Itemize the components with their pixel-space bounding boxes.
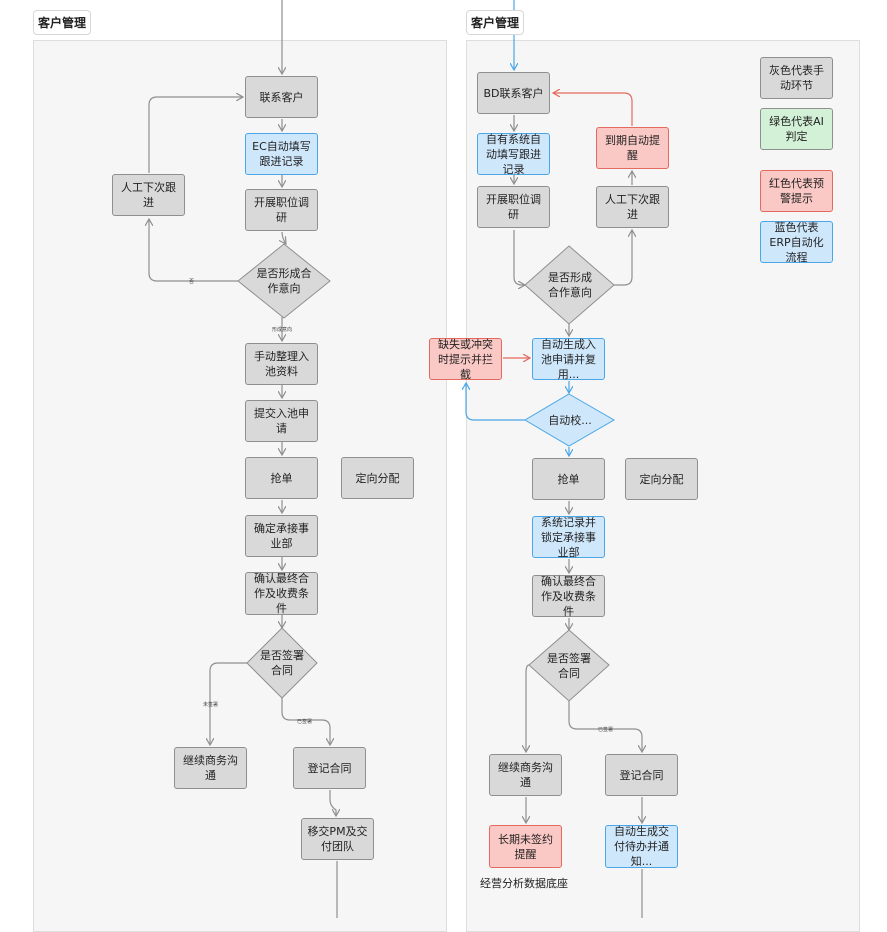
edge-l-unsigned xyxy=(210,662,248,745)
l-continue-biz: 继续商务沟通 xyxy=(174,747,247,789)
r-check-diamond-shape xyxy=(524,393,615,447)
edge-r-3 xyxy=(513,230,525,285)
right-section-title: 客户管理 xyxy=(466,10,524,35)
r-auto-check: 自动校... xyxy=(548,413,592,427)
edge-r-unsigned xyxy=(526,664,529,752)
l-yes-label: 形成意向 xyxy=(272,327,293,333)
l-unsigned-label: 未签署 xyxy=(203,702,219,708)
l-register-contract: 登记合同 xyxy=(293,747,366,789)
r-long-unsigned-remind: 长期未签约提醒 xyxy=(489,825,562,868)
legend-blue: 蓝色代表ERP自动化流程 xyxy=(760,221,833,264)
r-sys-lock-bu: 系统记录并锁定承接事业部 xyxy=(532,516,605,559)
r-targeted-assign: 定向分配 xyxy=(625,458,698,500)
left-section-title: 客户管理 xyxy=(33,10,91,35)
l-confirm-bu: 确定承接事业部 xyxy=(245,515,318,557)
l-confirm-terms: 确认最终合作及收费条件 xyxy=(245,572,318,615)
r-continue-biz: 继续商务沟通 xyxy=(489,754,562,796)
legend-gray: 灰色代表手动环节 xyxy=(760,57,833,99)
r-manual-next-followup: 人工下次跟进 xyxy=(596,186,669,228)
l-signed-label: 已签署 xyxy=(297,719,313,725)
l-submit-pool: 提交入池申请 xyxy=(245,400,318,442)
r-intent-decision: 是否形成合作意向 xyxy=(548,271,592,299)
edge-r-4 xyxy=(614,230,632,286)
r-register-contract: 登记合同 xyxy=(605,754,678,796)
edge-l-no xyxy=(149,219,238,282)
r-ops-data-foundation: 经营分析数据底座 xyxy=(480,877,568,890)
edge-l-back xyxy=(148,97,243,173)
l-manual-next-followup: 人工下次跟进 xyxy=(112,174,185,216)
l-handover-pm: 移交PM及交付团队 xyxy=(301,818,374,860)
r-signed-label: 已签署 xyxy=(598,727,614,733)
l-intent-diamond-shape xyxy=(237,243,331,319)
r-confirm-terms: 确认最终合作及收费条件 xyxy=(532,575,605,618)
l-job-research: 开展职位调研 xyxy=(245,189,318,231)
l-no-label: 否 xyxy=(189,279,195,285)
r-sign-decision: 是否签署合同 xyxy=(547,652,591,680)
l-ec-auto-record: EC自动填写跟进记录 xyxy=(245,133,318,175)
r-intent-diamond-shape xyxy=(524,245,615,325)
edge-l-signed xyxy=(281,698,330,745)
edge-l-9 xyxy=(329,790,336,816)
l-sign-diamond-shape xyxy=(246,627,318,699)
r-auto-pool: 自动生成入池申请并复用... xyxy=(532,338,605,381)
edge-r-signed xyxy=(568,701,642,752)
r-own-system-auto: 自有系统自动填写跟进记录 xyxy=(477,133,550,176)
l-manual-pool-data: 手动整理入池资料 xyxy=(245,343,318,385)
l-grab-order: 抢单 xyxy=(245,457,318,499)
edge-r-remind xyxy=(553,93,633,126)
l-targeted-assign: 定向分配 xyxy=(341,457,414,499)
l-sign-decision: 是否签署合同 xyxy=(260,649,304,677)
r-missing-conflict: 缺失或冲突时提示并拦截 xyxy=(429,338,502,381)
r-bd-contact: BD联系客户 xyxy=(477,72,550,114)
r-sign-diamond-shape xyxy=(528,629,610,702)
edge-r-check-left xyxy=(466,383,525,421)
r-job-research: 开展职位调研 xyxy=(477,186,550,228)
r-auto-delivery-todo: 自动生成交付待办并通知... xyxy=(605,825,678,868)
r-grab-order: 抢单 xyxy=(532,458,605,500)
l-intent-decision: 是否形成合作意向 xyxy=(256,267,312,295)
legend-red: 红色代表预警提示 xyxy=(760,170,833,212)
edge-l-3 xyxy=(282,231,286,244)
legend-green: 绿色代表AI判定 xyxy=(760,108,833,150)
l-contact-customer: 联系客户 xyxy=(245,76,318,118)
r-expire-remind: 到期自动提醒 xyxy=(596,127,669,169)
